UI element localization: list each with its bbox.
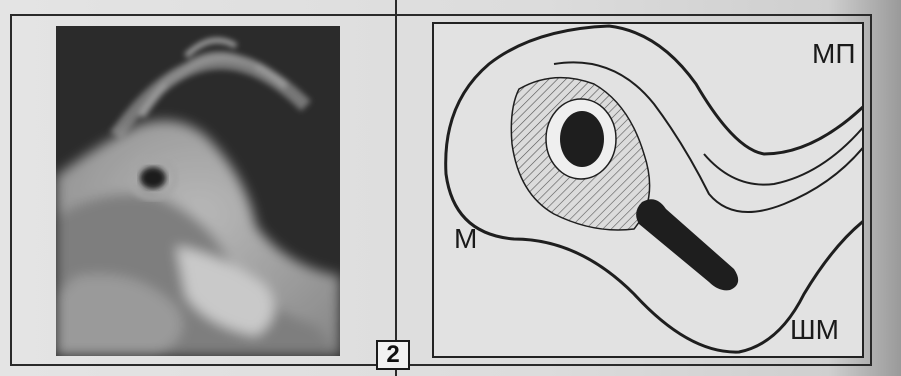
- uterus-outer-contour: [446, 26, 864, 352]
- ovum: [560, 111, 604, 167]
- panel-divider: [395, 0, 397, 376]
- label-mp: МП: [812, 40, 855, 68]
- schematic-diagram: [432, 22, 864, 358]
- label-m: М: [454, 225, 477, 253]
- label-shm: ШМ: [790, 316, 839, 344]
- cervical-canal: [636, 199, 738, 290]
- ultrasound-image: [56, 26, 340, 356]
- panel-number: 2: [376, 340, 410, 370]
